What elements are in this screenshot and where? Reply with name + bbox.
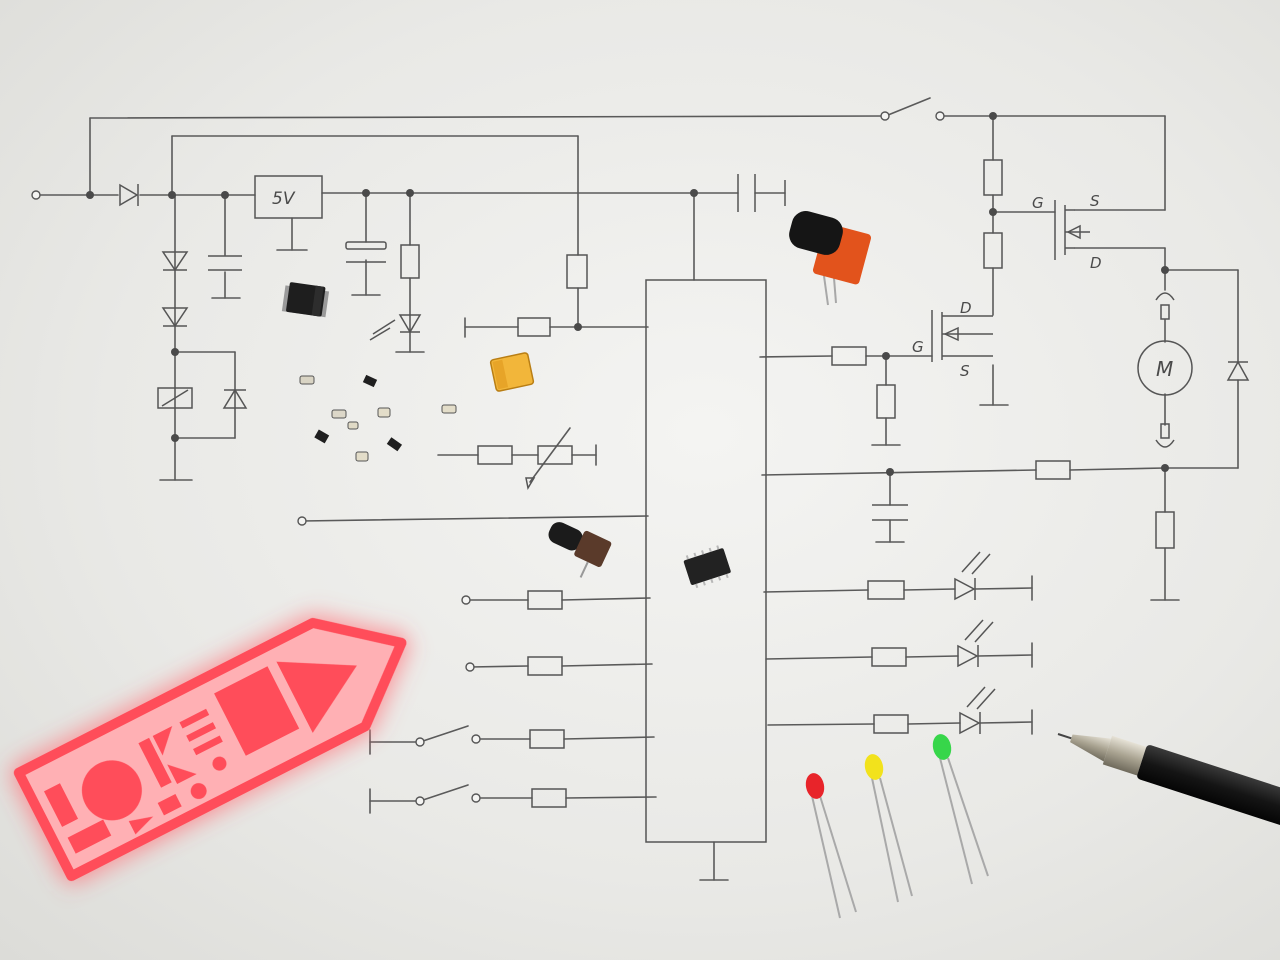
red-led xyxy=(805,773,857,919)
schematic-components: 5V xyxy=(31,111,1250,843)
mosfet-lower-drain-label: D xyxy=(960,299,972,317)
microcontroller-outline xyxy=(645,279,767,843)
schematic-wires xyxy=(37,97,1239,881)
smd-diode-package xyxy=(281,282,330,318)
mechanical-pencil xyxy=(1057,733,1280,833)
motor-label: M xyxy=(1156,357,1173,381)
orange-potentiometer xyxy=(789,211,872,306)
regulator-label: 5V xyxy=(272,189,296,209)
soic-chip xyxy=(683,545,731,589)
green-led xyxy=(932,734,989,885)
mosfet-lower-gate-label: G xyxy=(912,338,924,356)
yellow-led xyxy=(864,754,913,903)
tantalum-capacitor xyxy=(489,352,535,392)
mosfet-lower-source-label: S xyxy=(960,362,970,380)
dark-trimmer xyxy=(548,522,612,578)
drawing-stencil xyxy=(13,617,407,882)
smd-components xyxy=(299,374,457,462)
mosfet-upper-drain-label: D xyxy=(1090,254,1102,272)
mosfet-upper-gate-label: G xyxy=(1032,194,1044,212)
mosfet-upper-source-label: S xyxy=(1090,192,1100,210)
